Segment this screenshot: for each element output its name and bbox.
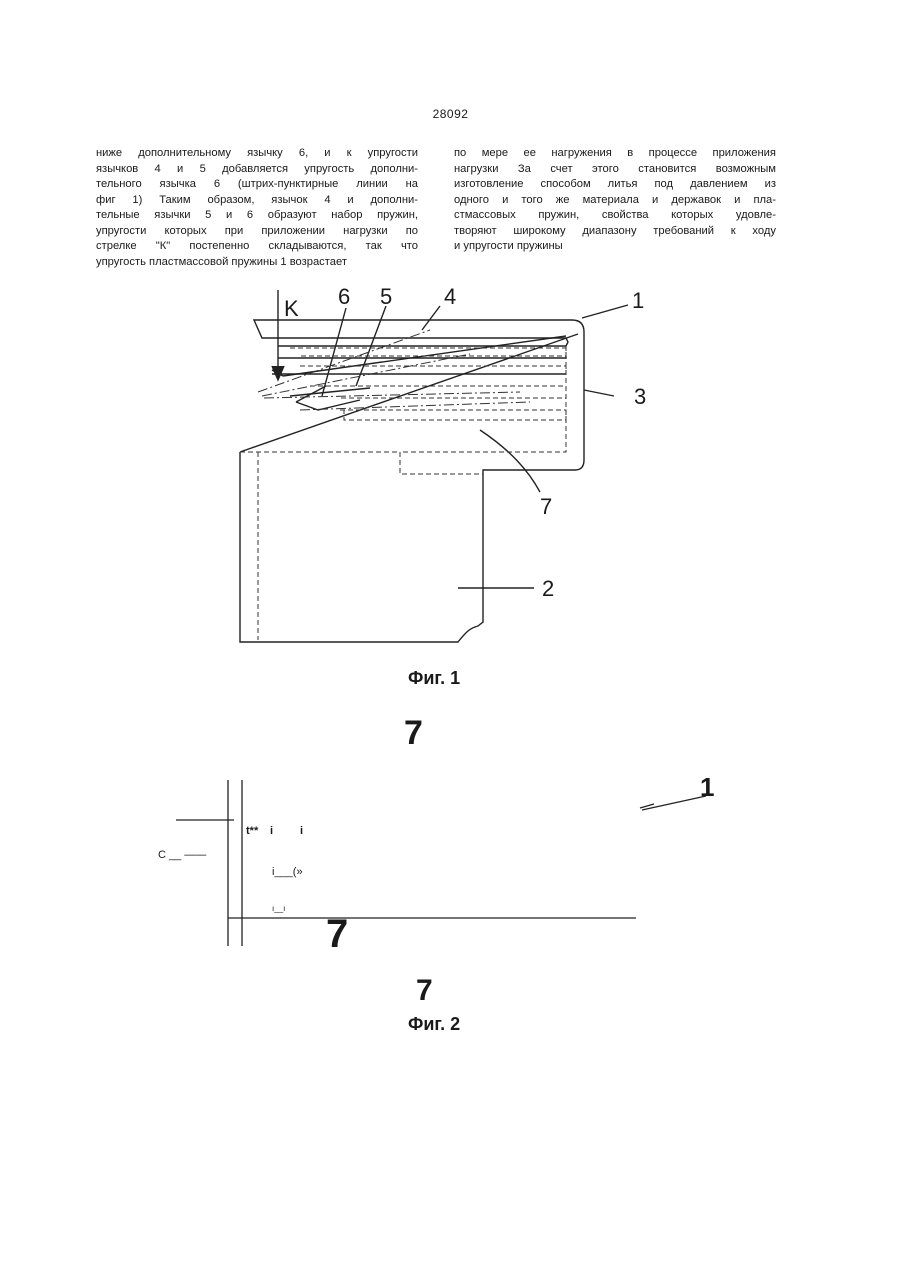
figure-2-bracket-label: i___(» xyxy=(272,866,303,878)
label-5: 5 xyxy=(380,284,392,309)
figure-2-big-number: 7 xyxy=(404,714,423,753)
label-6: 6 xyxy=(338,284,350,309)
figure-2-c-label: С __ —— xyxy=(158,849,206,861)
label-k: K xyxy=(284,296,299,321)
label-3: 3 xyxy=(634,384,646,409)
tongue-edge xyxy=(240,334,578,452)
figure-2-t-label: t** xyxy=(246,825,258,837)
figure-2-i-label: i xyxy=(300,825,303,837)
figure-2-caption: Фиг. 2 xyxy=(408,1014,460,1035)
figure-2-i-label: i xyxy=(270,825,273,837)
tongue-5 xyxy=(290,388,370,396)
label-4: 4 xyxy=(444,284,456,309)
label-2: 2 xyxy=(542,576,554,601)
figure-2-big-number: 7 xyxy=(326,912,348,957)
figure-2-big-number: 7 xyxy=(416,974,433,1008)
label-1: 1 xyxy=(632,288,644,313)
holder-outline xyxy=(240,320,584,642)
figure-1-drawing: K 6 5 4 1 3 7 2 xyxy=(0,0,901,700)
figure-1-caption: Фиг. 1 xyxy=(408,668,460,689)
figure-2-small-bracket: ı__ı xyxy=(272,904,285,913)
label-7: 7 xyxy=(540,494,552,519)
figure-2-label-1: 1 xyxy=(700,772,714,803)
